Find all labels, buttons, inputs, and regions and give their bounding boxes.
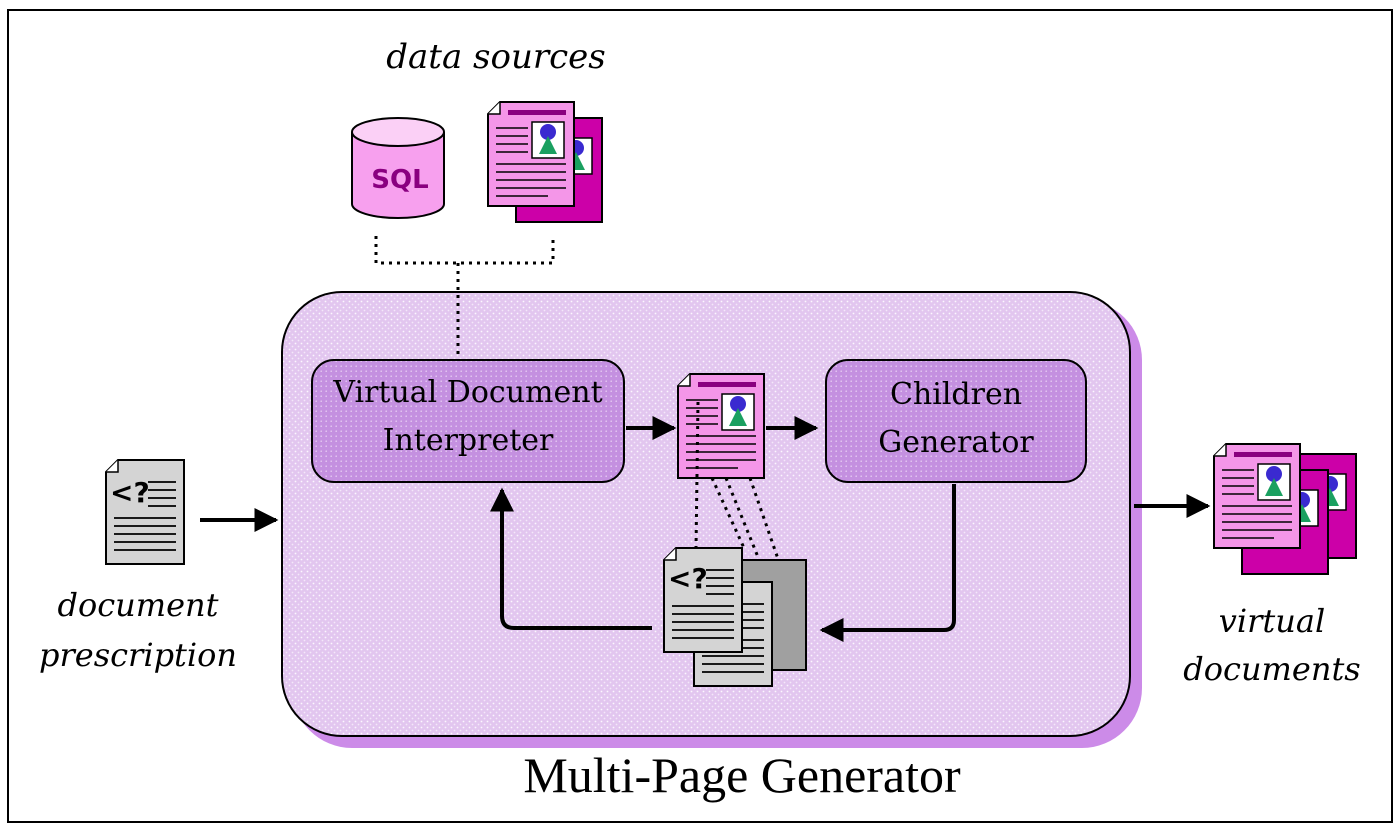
data-sources-documents — [487, 101, 603, 223]
database-icon: SQL — [351, 117, 445, 219]
child-prescription-stack: <? — [663, 547, 807, 687]
virtual-docs-label-line1: virtual — [1219, 602, 1325, 640]
html-document-icon — [487, 101, 575, 207]
arrow-children-to-prescriptions — [819, 484, 956, 642]
diagram-title: Multi-Page Generator — [523, 747, 961, 803]
child-connector — [694, 401, 788, 583]
html-document-icon — [677, 373, 765, 479]
data-source-connector — [374, 236, 555, 358]
children-label-line1: Children — [890, 377, 1022, 412]
data-sources-label: data sources — [386, 37, 605, 77]
database-text: SQL — [371, 165, 428, 195]
html-document-icon — [1213, 443, 1301, 549]
virtual-documents: virtual documents — [1183, 443, 1361, 688]
prescription-text: <? — [110, 476, 150, 509]
children-generator-box: Children Generator — [825, 359, 1087, 483]
interpreter-label-line1: Virtual Document — [332, 375, 602, 410]
interpreter-label-line2: Interpreter — [383, 423, 554, 458]
arrow-prescriptions-to-interpreter — [490, 487, 652, 630]
child-prescription-text: <? — [668, 562, 708, 595]
interpreter-box: Virtual Document Interpreter — [311, 359, 625, 483]
document-prescription: <? document prescription — [39, 459, 237, 674]
doc-prescription-label-line1: document — [57, 586, 218, 624]
children-label-line2: Generator — [878, 425, 1034, 460]
doc-prescription-label-line2: prescription — [39, 636, 237, 674]
virtual-docs-label-line2: documents — [1183, 650, 1360, 688]
